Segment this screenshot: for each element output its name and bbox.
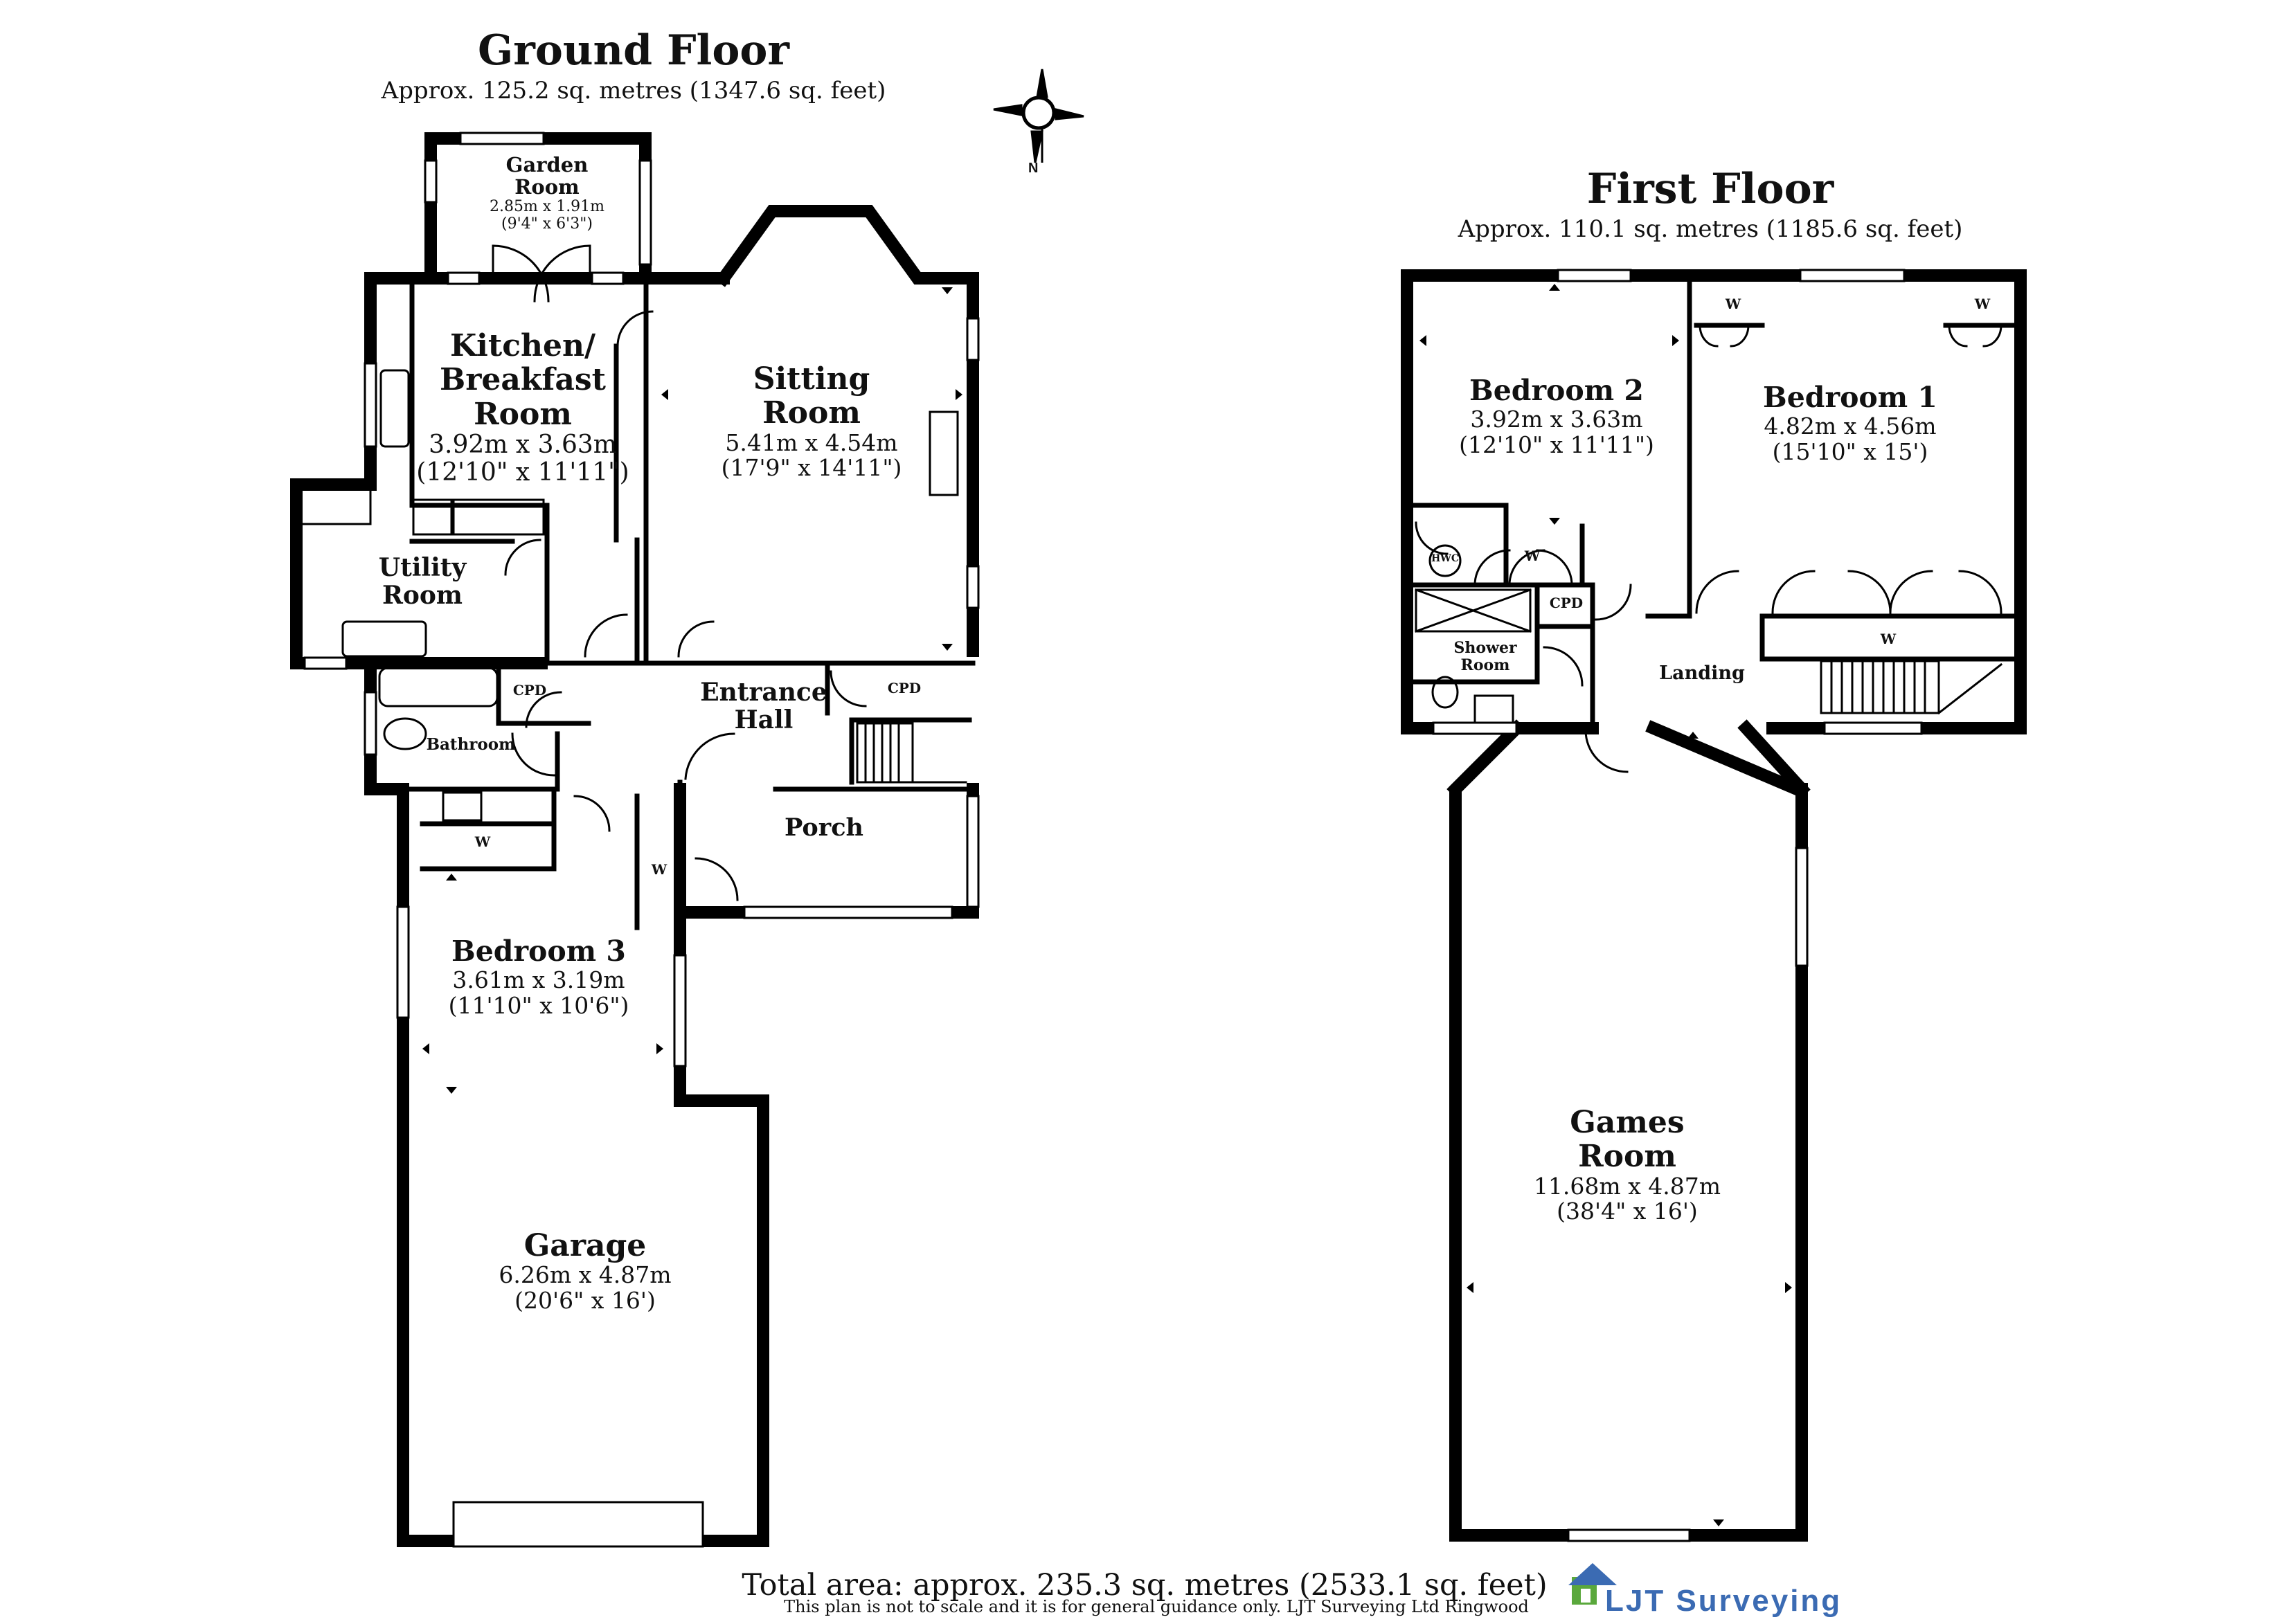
room-label-entrance-hall: Entrance Hall xyxy=(700,678,827,734)
cupboard-label-w-bed1-bottom: W xyxy=(1880,631,1897,647)
room-label-bathroom: Bathroom xyxy=(426,735,516,754)
logo-icon xyxy=(1568,1563,1617,1605)
room-label-garage: Garage 6.26m x 4.87m (20'6" x 16') xyxy=(499,1229,671,1314)
bedroom-3-imperial: (11'10" x 10'6") xyxy=(448,991,629,1019)
room-label-sitting-room: Sitting Room 5.41m x 4.54m (17'9" x 14'1… xyxy=(722,362,902,481)
cupboard-label-w-bed2: W xyxy=(1524,548,1541,564)
games-room-metric: 11.68m x 4.87m xyxy=(1533,1172,1721,1200)
garage-imperial: (20'6" x 16') xyxy=(514,1287,656,1315)
bedroom-3-metric: 3.61m x 3.19m xyxy=(452,966,625,993)
room-label-games-room: Games Room 11.68m x 4.87m (38'4" x 16') xyxy=(1534,1106,1721,1225)
garden-room-imperial: (9'4" x 6'3") xyxy=(501,215,593,233)
windows xyxy=(303,132,1923,1548)
games-room-name-2: Room xyxy=(1578,1139,1676,1175)
sitting-room-imperial: (17'9" x 14'11") xyxy=(721,454,902,482)
entrance-hall-name-1: Entrance xyxy=(700,678,827,707)
ground-fixtures xyxy=(296,369,959,822)
cupboard-label-cpd: CPD xyxy=(1549,595,1584,611)
dimension-arrows xyxy=(422,284,1792,1526)
garage-metric: 6.26m x 4.87m xyxy=(499,1261,672,1289)
ground-floor-title: Ground Floor xyxy=(478,26,789,75)
cupboard-label-w-bed1-right: W xyxy=(1974,296,1991,312)
compass-icon xyxy=(993,69,1084,163)
shower-room-name-2: Room xyxy=(1460,656,1510,674)
kitchen-name-2: Breakfast xyxy=(440,362,606,398)
room-label-bedroom-3: Bedroom 3 3.61m x 3.19m (11'10" x 10'6") xyxy=(448,935,629,1019)
first-stairs xyxy=(1820,660,2003,715)
room-label-garden-room: Garden Room 2.85m x 1.91m (9'4" x 6'3") xyxy=(490,154,604,233)
kitchen-name-1: Kitchen/ xyxy=(449,328,596,363)
ground-floor-inner-walls xyxy=(368,276,976,930)
disclaimer: This plan is not to scale and it is for … xyxy=(784,1597,1529,1616)
ground-stairs xyxy=(856,722,967,784)
games-room-imperial: (38'4" x 16') xyxy=(1557,1198,1698,1225)
utility-room-name-1: Utility xyxy=(378,553,467,582)
kitchen-imperial: (12'10" x 11'11") xyxy=(416,458,629,487)
bedroom-2-name: Bedroom 2 xyxy=(1469,374,1644,407)
compass-north-label: N xyxy=(1028,161,1039,176)
first-fixtures xyxy=(1415,544,1532,725)
bedroom-1-name: Bedroom 1 xyxy=(1763,381,1937,414)
cupboard-label-hwc: HWC xyxy=(1431,553,1460,564)
shower-room-name-1: Shower xyxy=(1453,639,1517,657)
sitting-room-name-1: Sitting xyxy=(753,361,870,397)
room-label-bedroom-2: Bedroom 2 3.92m x 3.63m (12'10" x 11'11"… xyxy=(1459,375,1654,458)
room-label-landing: Landing xyxy=(1659,662,1745,684)
ground-doors xyxy=(492,244,867,901)
first-floor-inner-walls xyxy=(1410,273,2018,731)
first-floor-area: Approx. 110.1 sq. metres (1185.6 sq. fee… xyxy=(1458,215,1963,243)
games-room-name-1: Games xyxy=(1570,1105,1685,1140)
bedroom-1-imperial: (15'10" x 15') xyxy=(1772,437,1928,465)
bedroom-1-metric: 4.82m x 4.56m xyxy=(1764,412,1937,440)
ground-floor-area: Approx. 125.2 sq. metres (1347.6 sq. fee… xyxy=(381,77,886,105)
room-label-utility-room: Utility Room xyxy=(379,554,467,610)
first-doors xyxy=(1415,324,2002,773)
bedroom-3-name: Bedroom 3 xyxy=(451,935,626,968)
cupboard-label-w-bed1-left: W xyxy=(1725,296,1741,312)
utility-room-name-2: Room xyxy=(382,581,463,611)
room-label-kitchen: Kitchen/ Breakfast Room 3.92m x 3.63m (1… xyxy=(416,329,629,487)
entrance-hall-name-2: Hall xyxy=(734,705,794,735)
total-area: Total area: approx. 235.3 sq. metres (25… xyxy=(742,1568,1548,1603)
sitting-room-metric: 5.41m x 4.54m xyxy=(725,428,898,456)
kitchen-metric: 3.92m x 3.63m xyxy=(429,430,617,459)
kitchen-name-3: Room xyxy=(474,396,572,432)
room-label-bedroom-1: Bedroom 1 4.82m x 4.56m (15'10" x 15') xyxy=(1763,381,1937,465)
cupboard-label-w-bath: W xyxy=(474,833,491,850)
room-label-shower-room: Shower Room xyxy=(1453,640,1516,674)
garage-name: Garage xyxy=(523,1228,647,1263)
garden-room-name-1: Garden xyxy=(505,153,589,177)
bedroom-2-imperial: (12'10" x 11'11") xyxy=(1459,431,1654,458)
garden-room-name-2: Room xyxy=(514,175,580,199)
garden-room-metric: 2.85m x 1.91m xyxy=(489,197,605,215)
bedroom-2-metric: 3.92m x 3.63m xyxy=(1470,405,1643,433)
first-floor-title: First Floor xyxy=(1586,165,1834,213)
cupboard-label-w-hall: W xyxy=(651,861,667,878)
logo-text: LJT Surveying xyxy=(1605,1584,1843,1618)
cupboard-label-cpd-left: CPD xyxy=(512,682,547,698)
sitting-room-name-2: Room xyxy=(762,395,861,431)
room-label-porch: Porch xyxy=(785,813,863,842)
cupboard-label-cpd-right: CPD xyxy=(887,680,922,696)
